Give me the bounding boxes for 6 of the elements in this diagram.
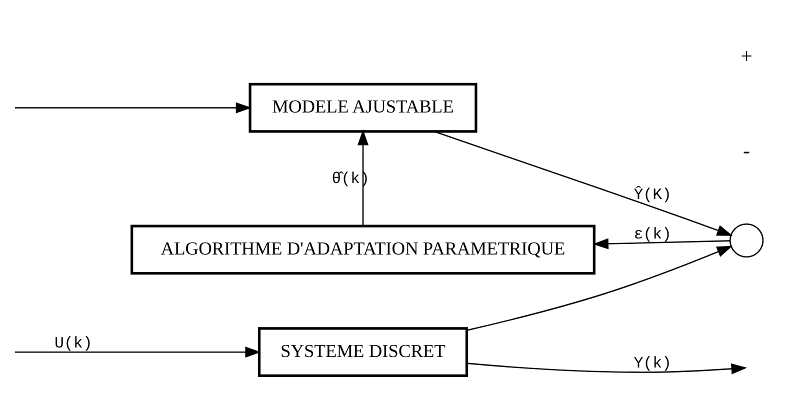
- label: -: [743, 138, 750, 162]
- edge-label: Ŷ(K): [634, 186, 672, 204]
- edge-label: U(k): [54, 334, 92, 353]
- label: +: [740, 44, 752, 68]
- edge-label: ε(k): [634, 226, 672, 244]
- edge-label: Y(k): [634, 354, 672, 372]
